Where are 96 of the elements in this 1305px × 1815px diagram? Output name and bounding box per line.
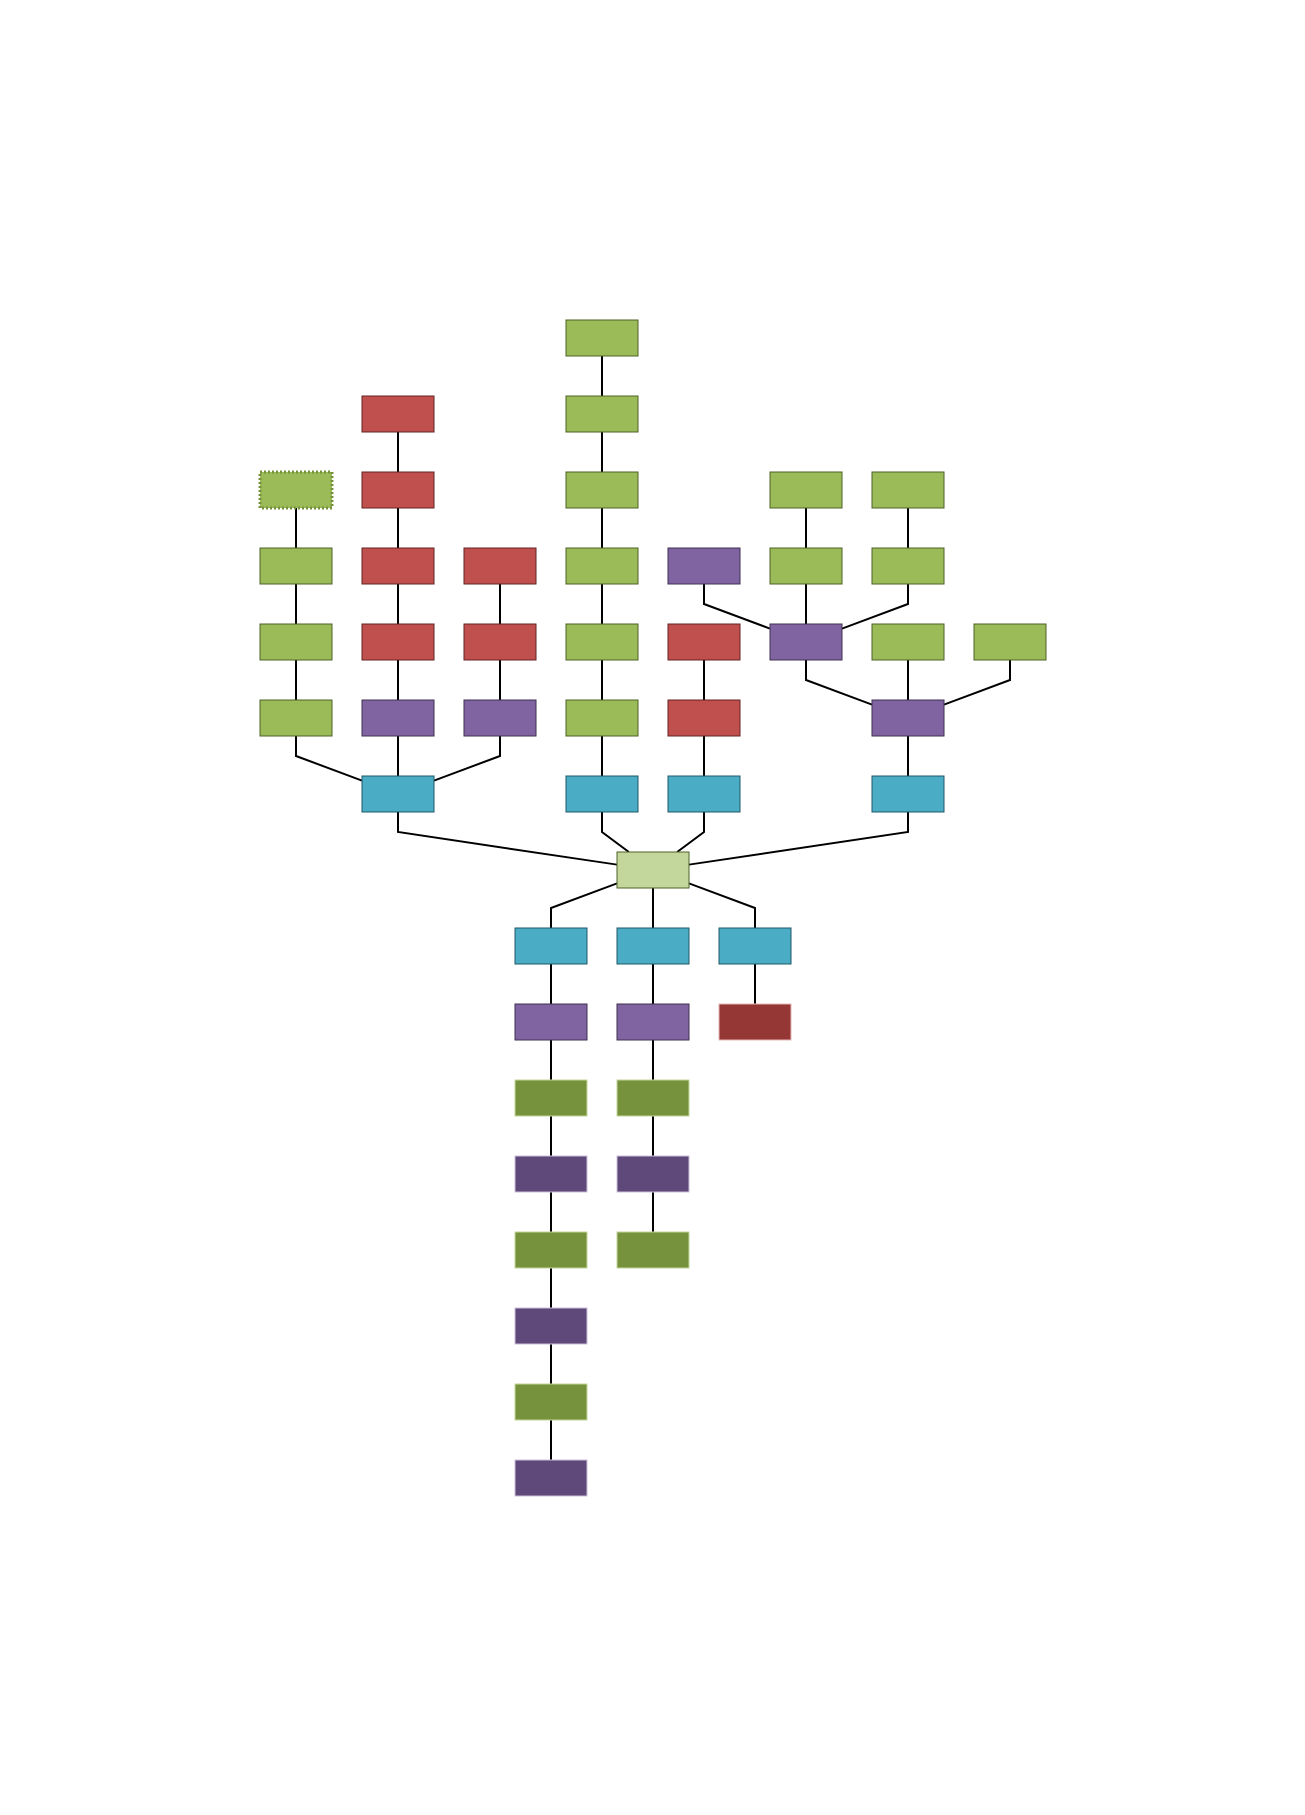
node-box [259,699,332,736]
connector [651,1190,654,1233]
connector [549,881,618,929]
node-box [514,1383,587,1420]
node-box [565,699,638,736]
node-box [514,927,587,964]
connector [549,1190,552,1233]
node-box [514,1459,587,1496]
node-box [616,1079,689,1116]
node-box [463,699,536,736]
node-box [616,1155,689,1192]
node-box [514,1307,587,1344]
connector [675,810,705,853]
node-box [361,775,434,812]
connector [396,810,618,866]
connector [396,734,399,777]
node-box [565,471,638,508]
connector [687,881,756,929]
connector [600,734,603,777]
node-box [616,1003,689,1040]
connector [651,962,654,1005]
connector [549,1418,552,1461]
node-box [616,1231,689,1268]
connector [942,658,1011,706]
connector [600,658,603,701]
connector [600,354,603,397]
connector [804,582,807,625]
connector [840,582,909,630]
connector [549,962,552,1005]
node-box [718,1003,791,1040]
connector [396,582,399,625]
node-box [871,547,944,584]
connector [687,810,909,866]
node-box [718,927,791,964]
connector [549,1114,552,1157]
node-box [361,699,434,736]
connector [549,1038,552,1081]
connector [432,734,501,782]
node-box [361,623,434,660]
connector [294,658,297,701]
node-box [769,547,842,584]
connector [549,1342,552,1385]
connector [294,734,363,782]
node-box [565,775,638,812]
node-box [973,623,1046,660]
connector [396,506,399,549]
node-box [871,471,944,508]
node-box [769,471,842,508]
connector [906,506,909,549]
node-box [616,851,689,888]
connector [906,658,909,701]
connector [702,734,705,777]
connector [906,734,909,777]
connector [396,430,399,473]
node-box [565,319,638,356]
node-box [514,1079,587,1116]
node-box [871,699,944,736]
node-box [616,927,689,964]
connector [549,1266,552,1309]
connector [804,506,807,549]
node-box [667,775,740,812]
node-box [361,547,434,584]
connector [600,810,630,853]
node-box [514,1155,587,1192]
node-box [667,699,740,736]
node-box [259,547,332,584]
node-box [769,623,842,660]
node-box [565,395,638,432]
connector [498,582,501,625]
connector [702,582,771,630]
node-box [667,623,740,660]
node-box [871,775,944,812]
node-box [463,547,536,584]
connector [600,430,603,473]
node-box [258,470,333,509]
node-box [259,623,332,660]
node-box [463,623,536,660]
connector [498,658,501,701]
node-box [514,1003,587,1040]
node-box [361,395,434,432]
node-box [514,1231,587,1268]
connector [651,1114,654,1157]
node-box [871,623,944,660]
node-box [361,471,434,508]
connector [651,886,654,929]
connector [396,658,399,701]
node-box [667,547,740,584]
connector [702,658,705,701]
connector [600,506,603,549]
connector [294,582,297,625]
connector [600,582,603,625]
connector [651,1038,654,1081]
node-box [565,623,638,660]
node-box [565,547,638,584]
connector [753,962,756,1005]
connector [804,658,873,706]
